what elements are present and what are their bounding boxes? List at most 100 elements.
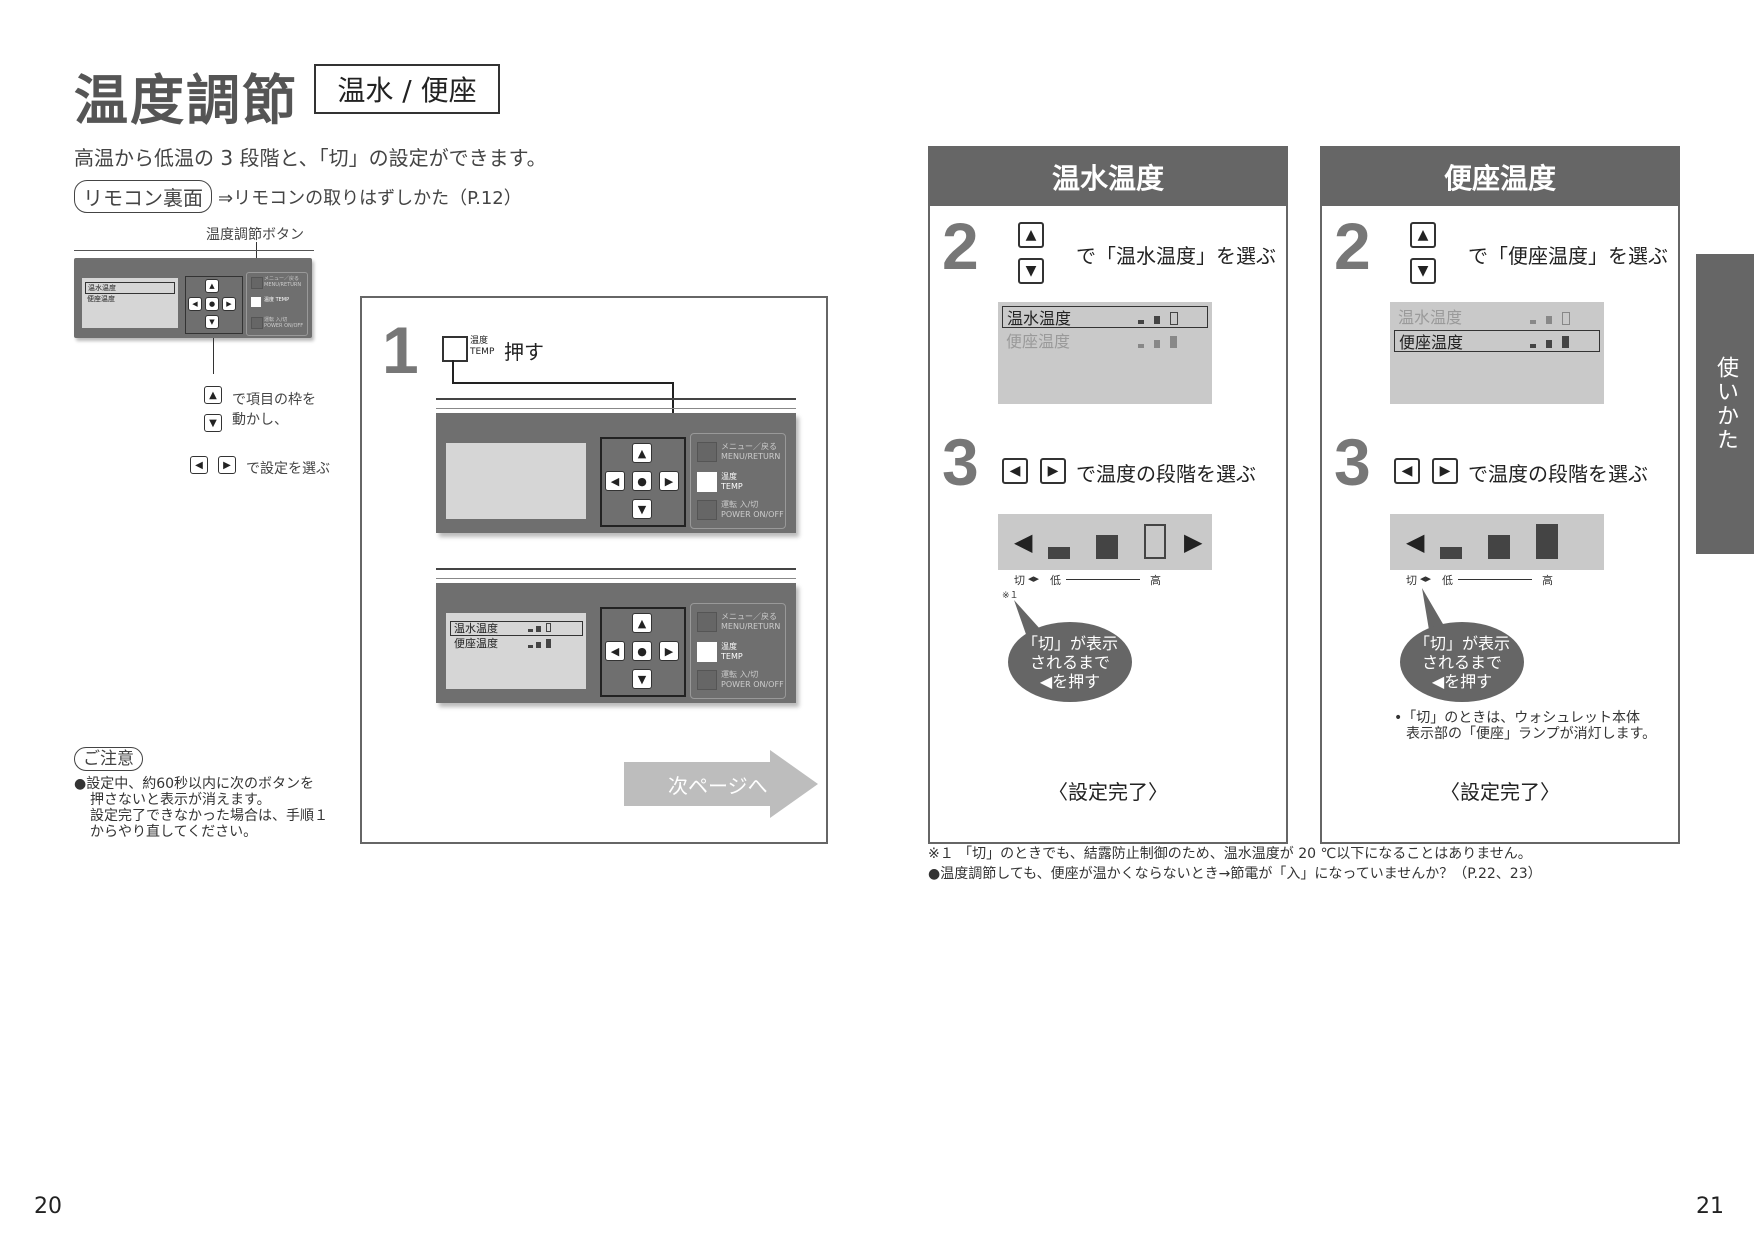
hint-down-key-icon: ▼	[204, 414, 222, 432]
seat-level-display: ◀	[1390, 514, 1604, 570]
remote-b-temp-button[interactable]	[697, 642, 717, 662]
seat-lcd-r1-bar-2	[1546, 316, 1552, 324]
remote-a-up-icon[interactable]: ▲	[632, 443, 652, 463]
panel-seat-title: 便座温度	[1322, 148, 1678, 206]
water-bubble-line-2: されるまで	[1029, 652, 1110, 672]
remote-b-r2-bar-1	[528, 645, 533, 648]
mini-left-key-icon: ◀	[188, 297, 202, 311]
caution-text: ●設定中、約60秒以内に次のボタンを 押さないと表示が消えます。 設定完了できな…	[74, 776, 328, 840]
mini-temp-button	[251, 297, 261, 307]
seat-left-key-icon: ◀	[1394, 458, 1420, 484]
mini-menu-button	[251, 277, 263, 289]
side-tab-usage[interactable]: 使いかた	[1696, 254, 1754, 554]
temp-button-caption: 温度 TEMP	[470, 336, 494, 358]
remote-a-power-button[interactable]	[697, 500, 717, 520]
seat-lcd-row-selected: 便座温度	[1394, 330, 1600, 352]
water-bubble-line-3: を押す	[1052, 671, 1101, 691]
seat-done: 〈設定完了〉	[1440, 780, 1560, 804]
mini-right-key-icon: ▶	[222, 297, 236, 311]
remote-b-left-icon[interactable]: ◀	[605, 641, 625, 661]
remote-b-r1-bar-2	[536, 626, 541, 632]
remote-reference-link[interactable]: ⇒リモコンの取りはずしかた（P.12）	[218, 187, 522, 209]
remote-b-menu-en: MENU/RETURN	[721, 622, 781, 631]
remote-a-left-icon[interactable]: ◀	[605, 471, 625, 491]
remote-a-center-icon[interactable]: ●	[632, 471, 652, 491]
remote-b-top-edge	[436, 568, 796, 579]
remote-a-menu-button[interactable]	[697, 442, 717, 462]
seat-lcd: 温水温度 便座温度	[1390, 302, 1604, 404]
water-lcd-r2-bar-2	[1154, 340, 1160, 348]
water-step3-number: 3	[942, 425, 979, 499]
seat-lcd-r1-bar-1	[1530, 320, 1536, 324]
water-bubble-line-1: 「切」が表示	[1021, 633, 1118, 653]
remote-a-temp-jp: 温度	[721, 472, 737, 481]
remote-b-power-jp: 運転 入/切	[721, 670, 759, 679]
seat-step3-number: 3	[1334, 425, 1371, 499]
panel-seat-temp: 便座温度 2 ▲ ▼ で「便座温度」を選ぶ 温水温度 便座温度 3 ◀ ▶ で温…	[1320, 146, 1680, 844]
remote-reference: リモコン裏面 ⇒リモコンの取りはずしかた（P.12）	[74, 180, 522, 213]
remote-b-r1-bar-3	[546, 623, 551, 632]
remote-a-dpad: ▲ ◀ ● ▶ ▼	[600, 437, 686, 527]
seat-level-scale: 切 ◂▸ 低 高	[1406, 572, 1553, 587]
seat-lcd-row-dim: 温水温度	[1398, 308, 1463, 327]
temp-button-icon[interactable]	[442, 336, 468, 362]
footnote-1: ※１ 「切」のときでも、結露防止制御のため、温水温度が 20 ℃以下になることは…	[928, 846, 1532, 862]
remote-b-center-icon[interactable]: ●	[632, 641, 652, 661]
remote-a-right-icon[interactable]: ▶	[659, 471, 679, 491]
remote-a-temp-en: TEMP	[721, 482, 743, 491]
water-done: 〈設定完了〉	[1048, 780, 1168, 804]
hint-right-key-icon: ▶	[218, 456, 236, 474]
panel-water-temp: 温水温度 2 ▲ ▼ で「温水温度」を選ぶ 温水温度 便座温度 3 ◀ ▶ で温…	[928, 146, 1288, 844]
mini-temp-label: 温度 TEMP	[264, 297, 290, 303]
seat-step2-text: で「便座温度」を選ぶ	[1468, 244, 1668, 268]
seat-level-bar-high	[1536, 524, 1558, 559]
next-arrow-icon	[624, 750, 818, 818]
seat-off-note-line-1: •「切」のときは、ウォシュレット本体	[1394, 710, 1640, 726]
remote-b-r1-bar-1	[528, 629, 533, 632]
remote-b-power-button[interactable]	[697, 670, 717, 690]
remote-a-top-edge	[436, 398, 796, 409]
mini-lcd-row-1: 温水温度	[85, 282, 175, 294]
panel-water-title: 温水温度	[930, 148, 1286, 206]
water-bubble-left-icon: ◀	[1039, 671, 1053, 691]
seat-scale-off: 切	[1406, 574, 1417, 587]
caution-heading: ご注意	[74, 744, 143, 771]
remote-b-dpad: ▲ ◀ ● ▶ ▼	[600, 607, 686, 697]
remote-b-r2-bar-2	[536, 642, 541, 648]
remote-a-down-icon[interactable]: ▼	[632, 499, 652, 519]
remote-b-menu-jp: メニュー／戻る	[721, 612, 777, 621]
water-scale-off: 切	[1014, 574, 1025, 587]
seat-lcd-r2-bar-3	[1562, 336, 1569, 348]
mini-remote-top-edge	[74, 250, 314, 255]
mini-remote-lcd: 温水温度 便座温度	[82, 278, 178, 328]
seat-bubble-left-icon: ◀	[1431, 671, 1445, 691]
page-number-left: 20	[34, 1194, 62, 1219]
remote-b-down-icon[interactable]: ▼	[632, 669, 652, 689]
remote-b-power-en: POWER ON/OFF	[721, 680, 784, 689]
seat-down-key-icon: ▼	[1410, 258, 1436, 284]
connector-v1	[452, 360, 454, 382]
next-page-arrow[interactable]: 次ページへ	[624, 750, 818, 818]
water-step2-number: 2	[942, 209, 979, 283]
remote-a-temp-button[interactable]	[697, 472, 717, 492]
remote-a-power-jp: 運転 入/切	[721, 500, 759, 509]
page-title: 温度調節	[74, 69, 298, 132]
seat-step3-text: で温度の段階を選ぶ	[1468, 462, 1648, 486]
hint-move-line-2: 動かし、	[232, 412, 288, 428]
water-lcd-r1-bar-3	[1170, 312, 1178, 325]
mini-up-key-icon: ▲	[205, 279, 219, 293]
seat-scale-high: 高	[1542, 574, 1553, 587]
remote-b-up-icon[interactable]: ▲	[632, 613, 652, 633]
remote-b-menu-button[interactable]	[697, 612, 717, 632]
water-level-right-icon: ▶	[1184, 528, 1203, 556]
seat-off-note-line-2: 表示部の「便座」ランプが消灯します。	[1406, 726, 1657, 742]
water-scale-low: 低	[1050, 574, 1061, 587]
remote-b-right-icon[interactable]: ▶	[659, 641, 679, 661]
water-scale-high: 高	[1150, 574, 1161, 587]
